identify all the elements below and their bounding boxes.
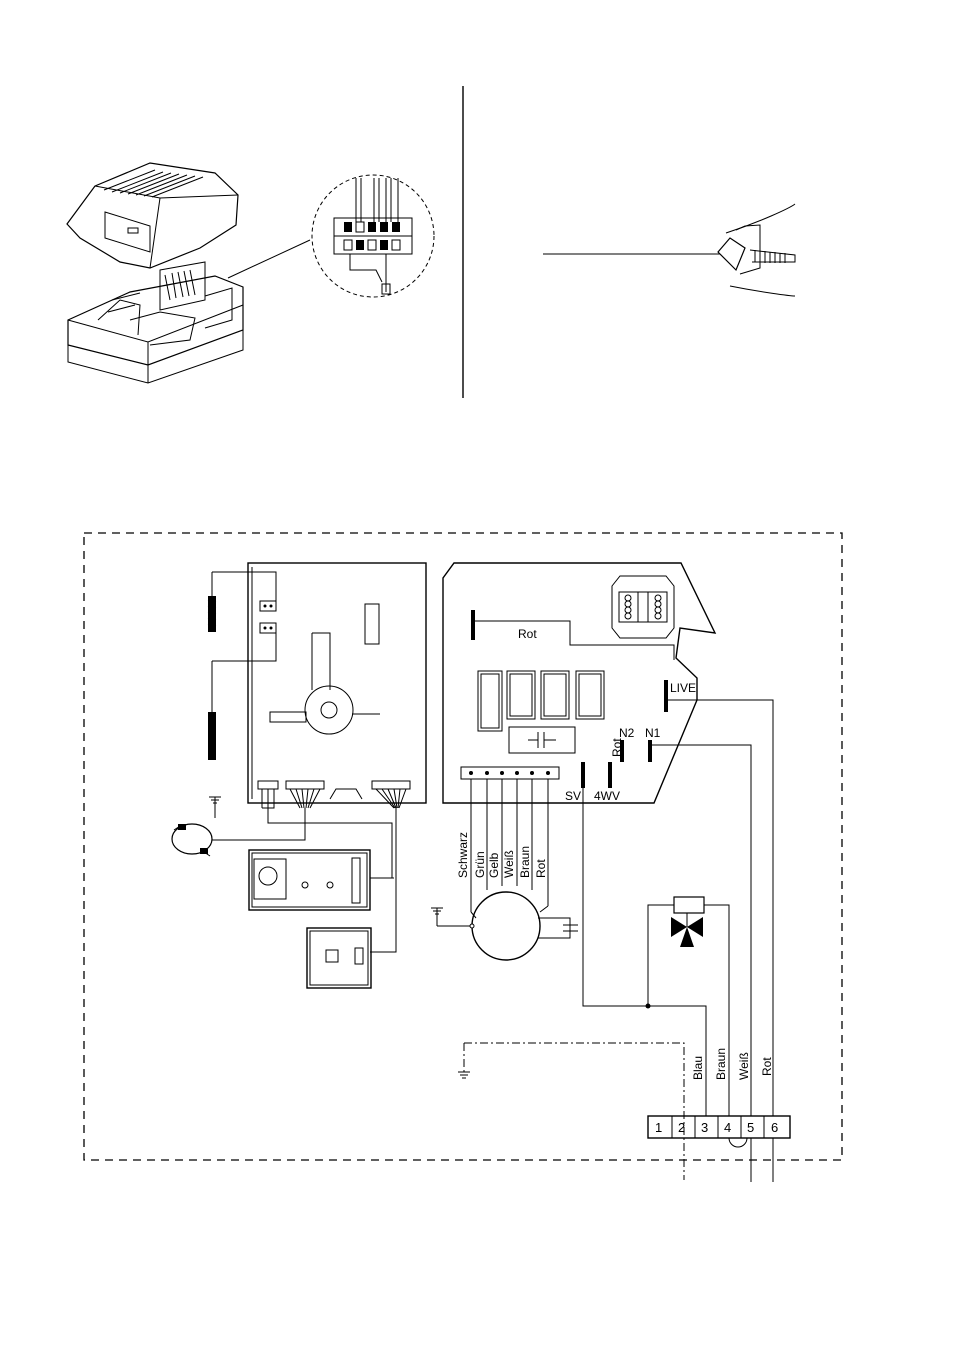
appliance-boundary xyxy=(83,532,843,1161)
room-sensor-module xyxy=(306,927,372,989)
terminal-6: 6 xyxy=(771,1120,778,1135)
motor-wire-label-gruen: Grün xyxy=(473,851,487,878)
terminal-5: 5 xyxy=(747,1120,754,1135)
three-way-valve-symbol xyxy=(645,896,730,1116)
4wv-label: 4WV xyxy=(594,789,620,803)
earth-ground-icon xyxy=(458,1042,685,1180)
terminal-1: 1 xyxy=(655,1120,662,1135)
motor-wires: Schwarz Grün Gelb Weiß Braun Rot xyxy=(456,779,549,912)
motor-wire-label-gelb: Gelb xyxy=(487,852,501,878)
control-board-right xyxy=(442,562,774,1116)
mains-wire-label-weiss: Weiß xyxy=(737,1052,751,1080)
terminal-3: 3 xyxy=(701,1120,708,1135)
mains-wire-label-braun: Braun xyxy=(714,1048,728,1080)
earth-ground-icon xyxy=(431,907,443,926)
mains-wire-label-blau: Blau xyxy=(691,1056,705,1080)
flame-sensor-coil-icon xyxy=(207,571,277,760)
terminal-block-detail-icon xyxy=(311,174,435,298)
rot-top-label: Rot xyxy=(518,627,537,641)
rot-mid-label: Rot xyxy=(610,738,624,757)
terminal-4: 4 xyxy=(724,1120,731,1135)
motor-wire-label-rot: Rot xyxy=(534,859,548,878)
motor-wire-label-braun: Braun xyxy=(518,846,532,878)
capacitor-symbol xyxy=(508,726,576,754)
mains-terminal-strip: 1 2 3 4 5 6 xyxy=(647,1115,791,1182)
transformer-symbol xyxy=(611,575,675,639)
earth-ground-icon xyxy=(209,796,221,818)
live-label: LIVE xyxy=(670,681,696,695)
motor-wire-label-weiss: Weiß xyxy=(502,850,516,878)
motor-wire-label-schwarz: Schwarz xyxy=(456,832,470,878)
terminal-2: 2 xyxy=(678,1120,685,1135)
ignition-module xyxy=(248,849,371,911)
n2-label: N2 xyxy=(619,726,635,740)
cable-gland-illustration xyxy=(543,203,796,297)
pressure-sensor-icon xyxy=(171,823,213,857)
fan-motor-symbol xyxy=(437,891,578,961)
control-board-left xyxy=(247,562,427,809)
controller-housing-illustration xyxy=(66,162,311,384)
mains-wire-label-rot: Rot xyxy=(760,1057,774,1076)
sv-label: SV xyxy=(565,789,581,803)
n1-label: N1 xyxy=(645,726,661,740)
